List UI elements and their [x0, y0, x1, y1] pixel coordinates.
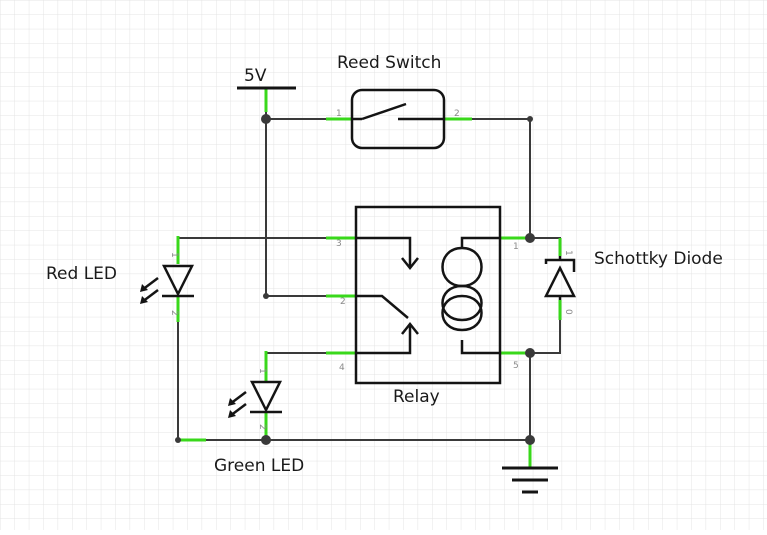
red-led-label: Red LED	[46, 264, 117, 284]
green-led-pin-2: 2	[257, 424, 267, 430]
green-led-pin-1: 1	[257, 368, 267, 374]
relay-pin-1: 1	[513, 242, 519, 252]
ground-icon	[502, 466, 558, 494]
relay-coil-icon	[441, 236, 500, 355]
reed-pin-1: 1	[336, 109, 342, 119]
schottky-pin-0: 0	[563, 309, 573, 315]
green-led-label: Green LED	[214, 456, 304, 476]
relay-pin-5: 5	[513, 361, 519, 371]
relay-icon	[354, 205, 502, 385]
relay-pin-3: 3	[336, 239, 342, 249]
schottky-label: Schottky Diode	[594, 249, 723, 269]
relay-pin-2: 2	[340, 297, 346, 307]
reed-switch-icon	[350, 88, 446, 150]
schottky-diode-icon	[543, 256, 577, 300]
red-led-pin-1: 1	[169, 252, 179, 258]
schottky-pin-1: 1	[563, 250, 573, 256]
red-led-pin-2: 2	[169, 310, 179, 316]
led-icon	[140, 264, 195, 304]
reed-switch-label: Reed Switch	[337, 53, 441, 73]
vcc-label: 5V	[244, 66, 267, 86]
led-icon	[228, 380, 283, 418]
junctions	[175, 114, 535, 445]
relay-pin-4: 4	[339, 363, 345, 373]
reed-pin-2: 2	[454, 109, 460, 119]
relay-label: Relay	[393, 387, 440, 407]
pin-leads	[176, 88, 562, 468]
